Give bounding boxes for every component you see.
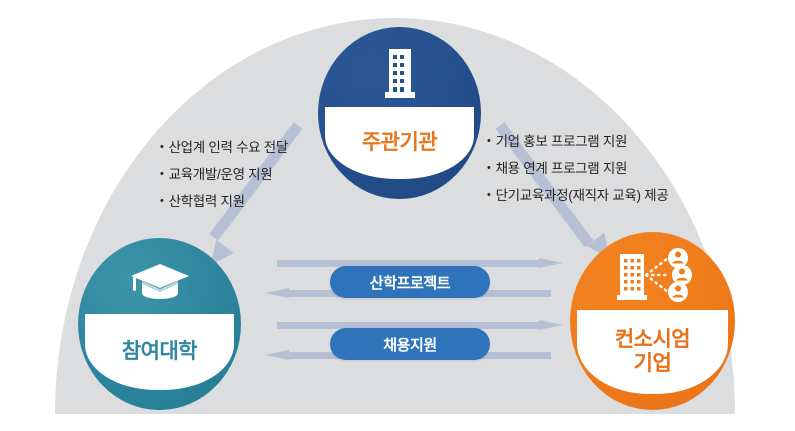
pill-label: 산학프로젝트: [369, 274, 451, 292]
node-host-organization: 주관기관: [318, 27, 481, 199]
arrow-shaft: [277, 322, 541, 329]
arrow-head: [539, 320, 563, 330]
bullet-list-host-to-company: 기업 홍보 프로그램 지원 채용 연계 프로그램 지원 단기교육과정(재직자 교…: [487, 128, 669, 209]
arrow-head: [265, 350, 289, 360]
node-label-line1: 컨소시엄: [614, 328, 691, 352]
node-label-panel: 컨소시엄 기업: [577, 310, 728, 394]
graduation-cap-icon: [78, 256, 241, 314]
bullet-item: 산업계 인력 수요 전달: [160, 134, 289, 161]
node-participating-university: 참여대학: [78, 238, 241, 410]
bullet-item: 기업 홍보 프로그램 지원: [487, 128, 668, 155]
node-consortium-company: 컨소시엄 기업: [570, 232, 735, 410]
bullet-item: 교육개발/운영 지원: [160, 161, 288, 188]
node-label-line2: 기업: [633, 352, 672, 375]
arch-bottom-mask: [0, 414, 795, 431]
node-label-panel: 주관기관: [325, 107, 474, 179]
arrow-university-to-company-upper: [277, 258, 563, 269]
pill-label: 채용지원: [383, 336, 437, 354]
bullet-item: 채용 연계 프로그램 지원: [487, 155, 668, 182]
node-label: 참여대학: [121, 340, 198, 364]
arrow-university-to-company-lower: [277, 320, 563, 331]
node-label-panel: 참여대학: [85, 314, 234, 390]
bullet-list-host-to-university: 산업계 인력 수요 전달 교육개발/운영 지원 산학협력 지원: [160, 134, 289, 215]
arrow-shaft: [277, 260, 541, 267]
bullet-item: 산학협력 지원: [160, 188, 288, 215]
bullet-item: 단기교육과정(재직자 교육) 제공: [487, 182, 669, 209]
office-building-icon: [318, 43, 481, 105]
label-pill-recruitment-support: 채용지원: [330, 328, 490, 360]
building-network-people-icon: [570, 246, 735, 308]
arrow-head: [539, 258, 563, 268]
arrow-head: [265, 288, 289, 298]
label-pill-industry-academia-project: 산학프로젝트: [330, 266, 490, 298]
node-label: 주관기관: [361, 131, 438, 155]
